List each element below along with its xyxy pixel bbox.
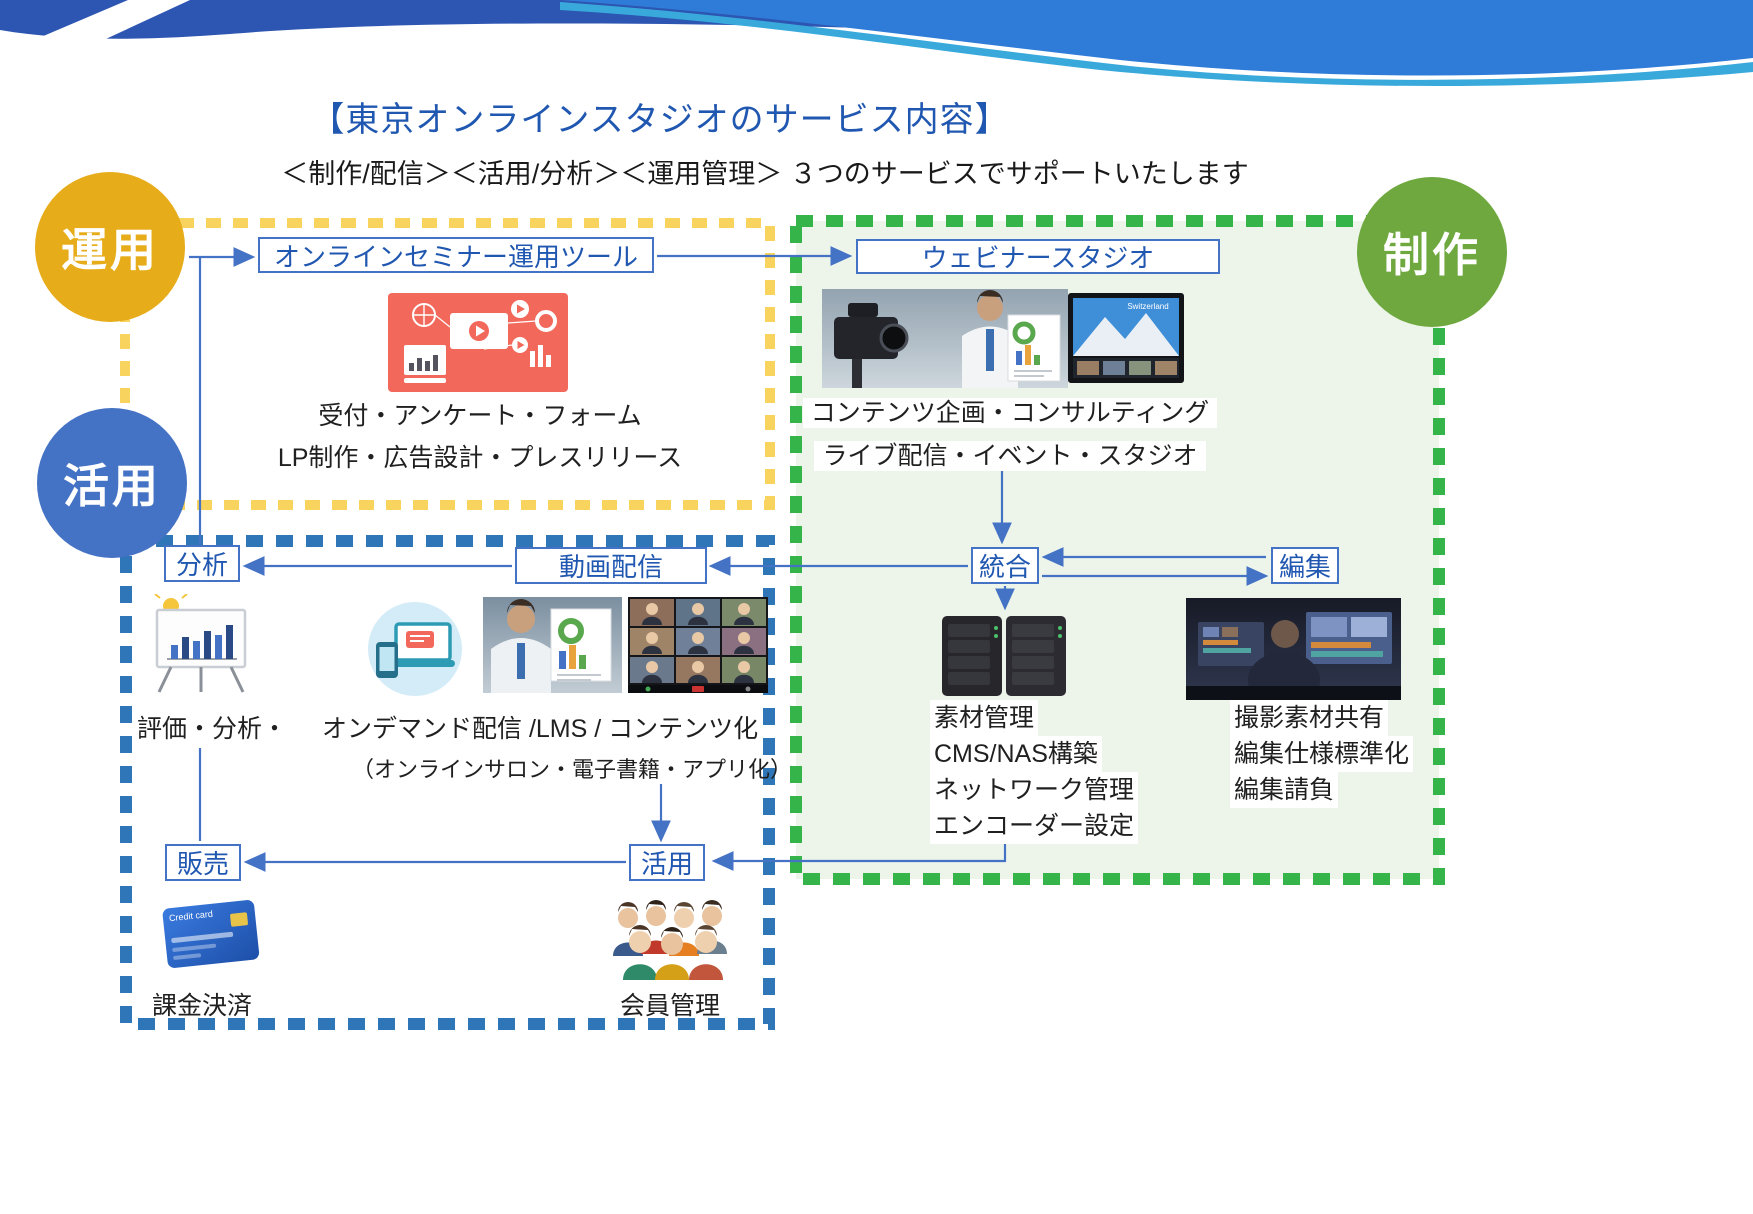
production-caption-1: コンテンツ企画・コンサルティング (800, 393, 1220, 429)
editing-detail-item: 編集仕様標準化 (1230, 736, 1414, 772)
page-subtitle: ＜制作/配信＞＜活用/分析＞＜運用管理＞ ３つのサービスでサポートいたします (281, 159, 1249, 189)
sales-caption: 課金決済 (152, 992, 253, 1020)
integration-box: 統合 (971, 547, 1039, 584)
operation-caption-2: LP制作・広告設計・プレスリリース (277, 444, 683, 472)
operation-circle: 運用 (35, 172, 185, 322)
presenter-photo-image (483, 597, 622, 693)
nas-storage-image (934, 610, 1074, 700)
integration-detail-item: 素材管理 (930, 700, 1039, 736)
ondemand-devices-illustration-image (362, 600, 468, 698)
video-delivery-box: 動画配信 (515, 547, 707, 584)
operation-caption-1: 受付・アンケート・フォーム (318, 402, 642, 430)
integration-detail-list: 素材管理 CMS/NAS構築 ネットワーク管理 エンコーダー設定 (930, 700, 1139, 844)
webinar-studio-box: ウェビナースタジオ (856, 239, 1220, 274)
integration-detail-item: CMS/NAS構築 (930, 736, 1102, 772)
webinar-tool-illustration-image (388, 293, 568, 392)
delivery-subcaption: （オンラインサロン・電子書籍・アプリ化） (352, 757, 793, 782)
integration-detail-item: ネットワーク管理 (930, 772, 1139, 808)
usage-box: 活用 (629, 844, 705, 881)
sales-box: 販売 (165, 844, 241, 881)
studio-screen-caption: Switzerland (1127, 302, 1168, 311)
credit-card-label: Credit card (169, 909, 214, 924)
production-caption-2: ライブ配信・イベント・スタジオ (800, 436, 1220, 472)
analysis-box: 分析 (164, 545, 240, 582)
members-group-illustration-image (606, 886, 742, 980)
online-seminar-tool-box: オンラインセミナー運用ツール (258, 237, 654, 273)
production-circle: 制作 (1357, 177, 1507, 327)
webinar-studio-photo-image: Switzerland (822, 289, 1184, 388)
credit-card-image: Credit card (158, 890, 264, 980)
video-conference-grid-image (628, 597, 768, 693)
integration-detail-item: エンコーダー設定 (930, 808, 1139, 844)
operation-section-frame (120, 218, 775, 510)
utilization-circle: 活用 (37, 408, 187, 558)
header-wave-decoration (0, 0, 1753, 96)
utilization-section-frame (120, 535, 775, 1030)
usage-caption: 会員管理 (620, 992, 721, 1020)
analysis-caption: 評価・分析・ (137, 715, 288, 743)
editing-detail-list: 撮影素材共有 編集仕様標準化 編集請負 (1230, 700, 1414, 808)
delivery-caption: オンデマンド配信 /LMS / コンテンツ化 (322, 715, 759, 743)
video-editing-photo-image (1186, 598, 1401, 700)
editing-box: 編集 (1271, 547, 1339, 584)
editing-detail-item: 撮影素材共有 (1230, 700, 1389, 736)
editing-detail-item: 編集請負 (1230, 772, 1339, 808)
analysis-board-illustration-image (143, 594, 257, 693)
page-title: 【東京オンラインスタジオのサービス内容】 (310, 101, 1010, 139)
